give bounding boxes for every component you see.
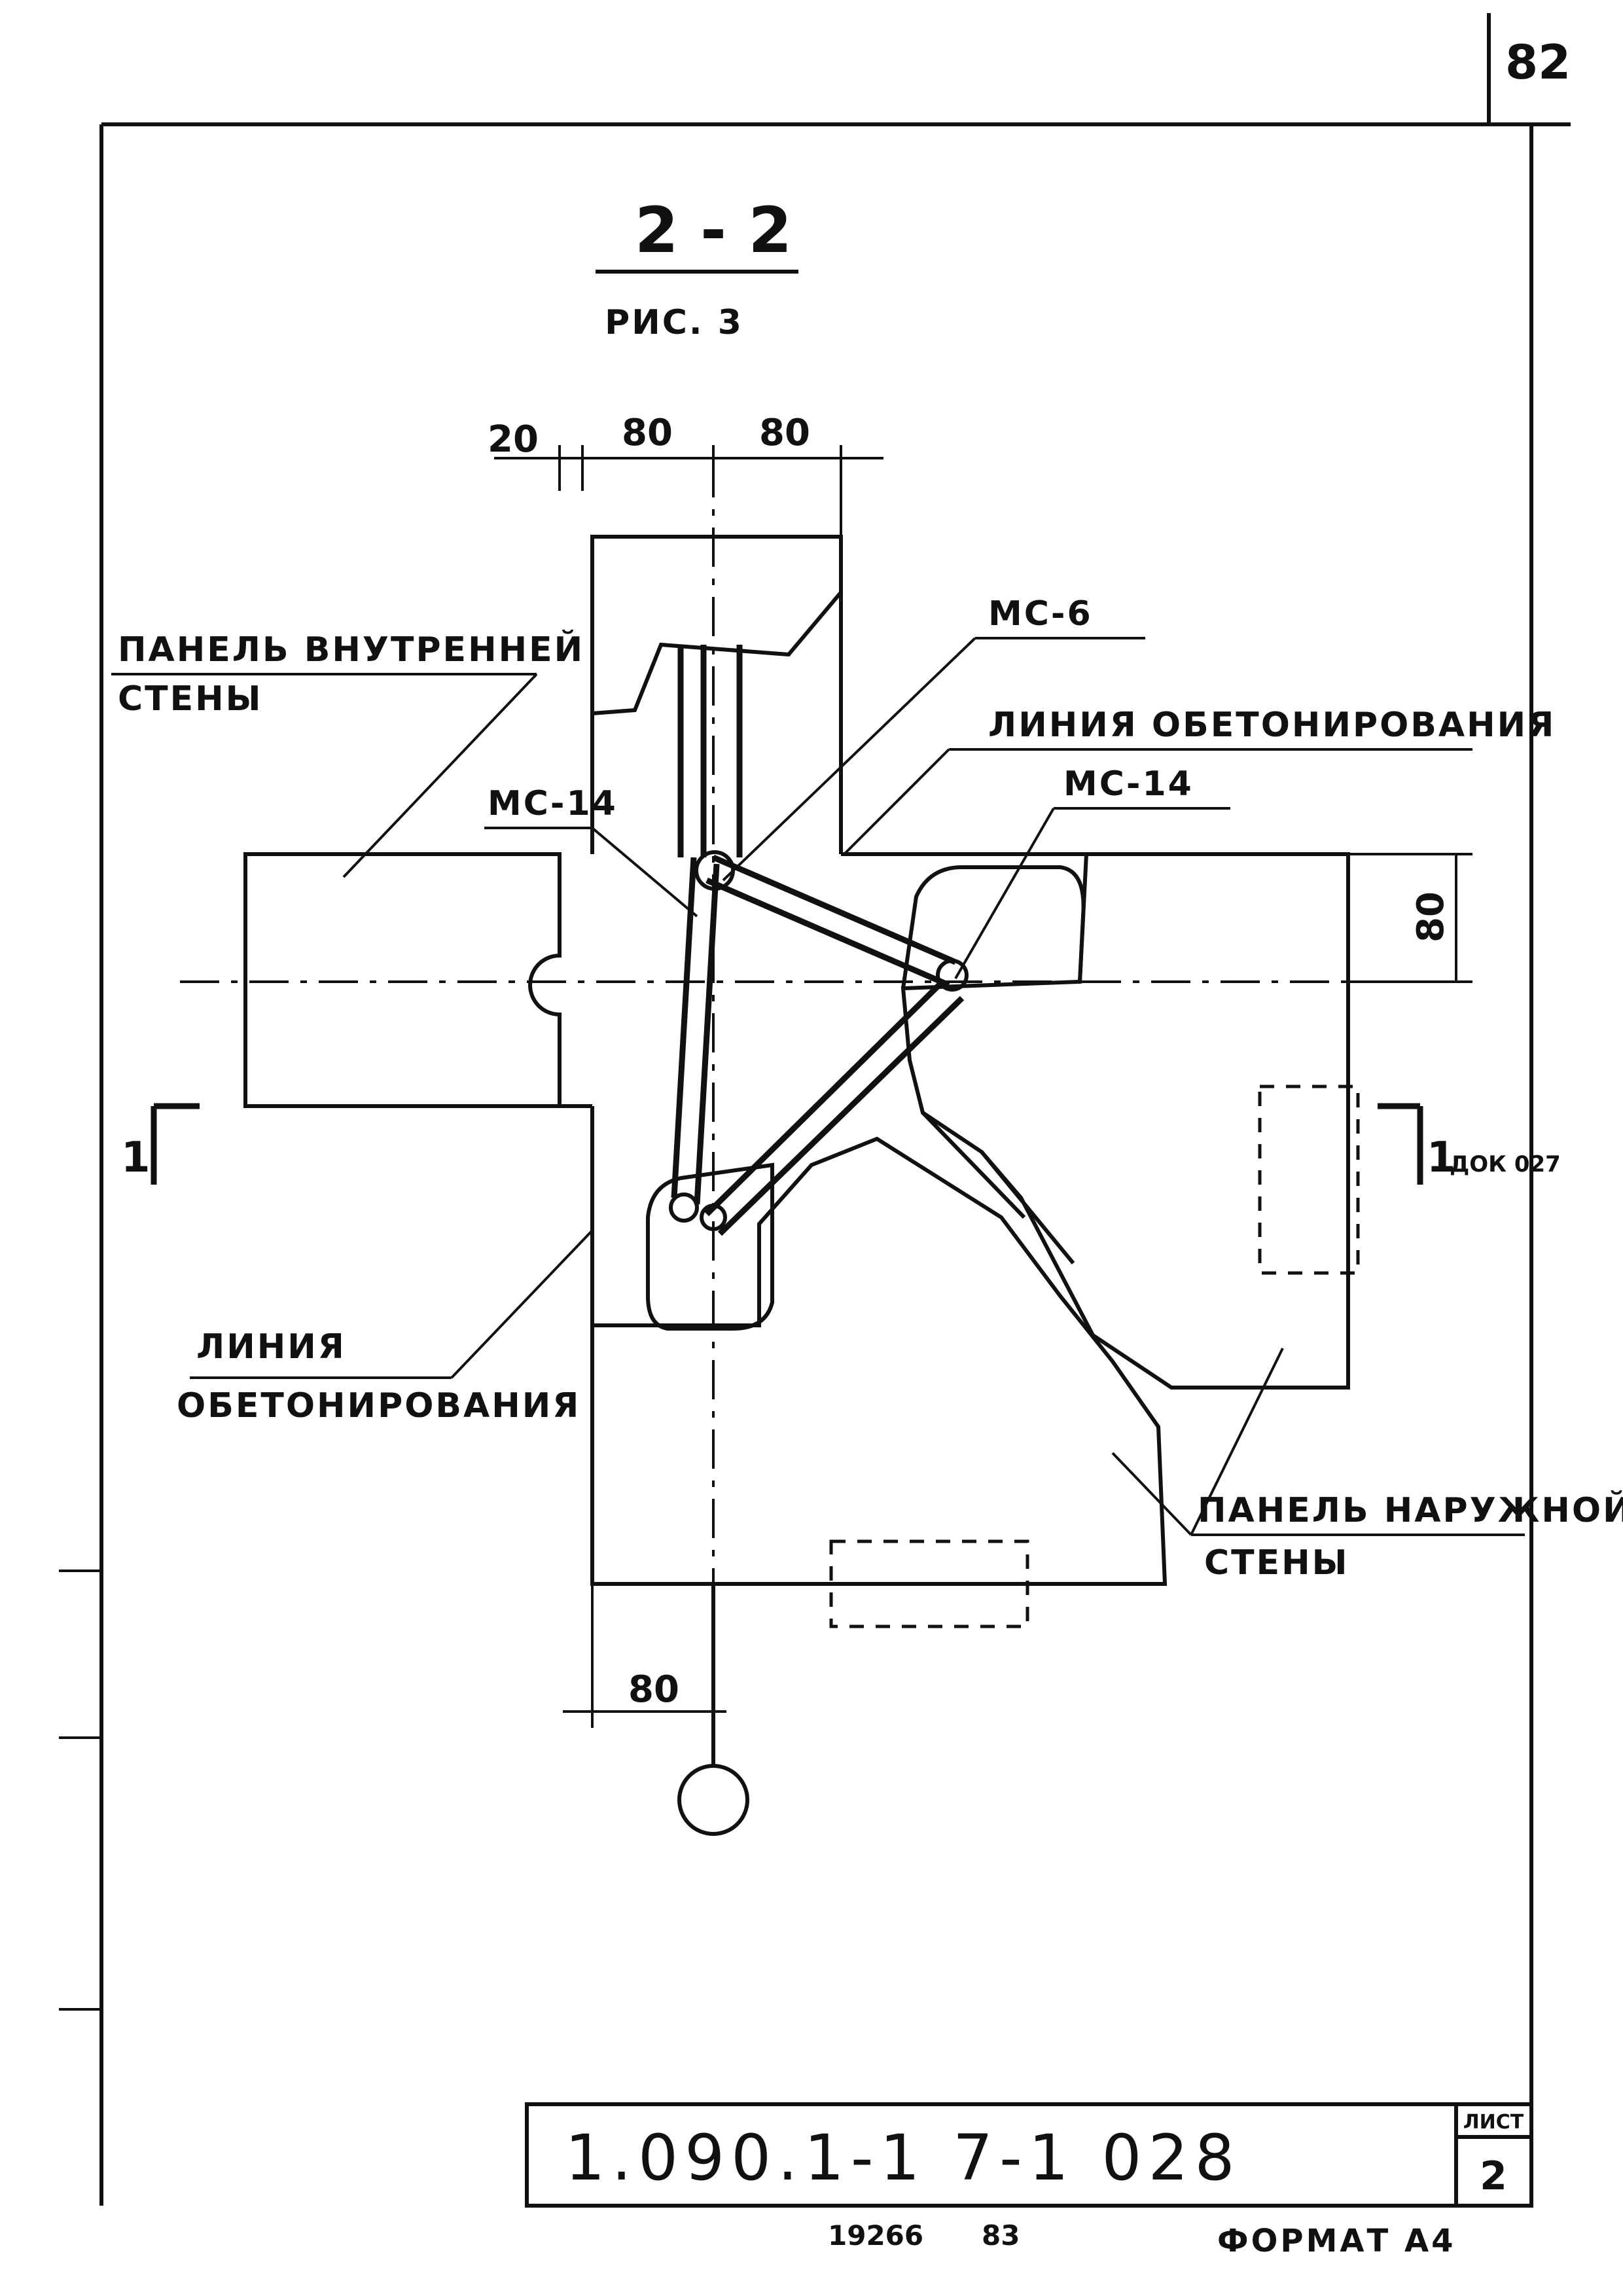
dimension-80-right: 80: [759, 412, 810, 454]
section-mark-left: [151, 1103, 200, 1185]
dimension-lines: [494, 445, 1472, 1728]
label-concrete-line-left2: ОБЕТОНИРОВАНИЯ: [177, 1386, 580, 1426]
section-number-left: 1: [121, 1134, 151, 1182]
footer-number-2: 83: [982, 2219, 1020, 2251]
page-number: 82: [1505, 35, 1571, 90]
drawing-title: 2 - 2: [635, 194, 792, 267]
sheet-frame: [59, 13, 1571, 2206]
label-concrete-line-left1: ЛИНИЯ: [196, 1327, 346, 1367]
sheet-label: ЛИСТ: [1463, 2111, 1524, 2134]
joint-cavity-lines: [560, 592, 1086, 1331]
dimension-20: 20: [488, 418, 539, 461]
label-inner-panel-line1: ПАНЕЛЬ ВНУТРЕННЕЙ: [118, 630, 584, 670]
axis-lines: [180, 458, 1459, 1836]
label-mc6: МС-6: [988, 594, 1093, 634]
label-concrete-line-top: ЛИНИЯ ОБЕТОНИРОВАНИЯ: [988, 706, 1556, 745]
label-mc14-right: МС-14: [1063, 764, 1194, 804]
dimension-80-bottom: 80: [628, 1668, 679, 1711]
dimension-80-left: 80: [622, 412, 673, 454]
label-outer-panel-line2: СТЕНЫ: [1204, 1543, 1349, 1583]
label-inner-panel-line2: СТЕНЫ: [118, 679, 263, 719]
title-block: [525, 2102, 1533, 2208]
sheet-number: 2: [1480, 2153, 1507, 2199]
footer-number-1: 19266: [828, 2219, 923, 2251]
embedded-elements-dashed: [829, 1085, 1360, 1628]
footer-format: ФОРМАТ А4: [1217, 2223, 1456, 2259]
section-mark-right: [1378, 1103, 1423, 1185]
inner-wall-panel-top: [590, 535, 843, 716]
document-code: 1.090.1-1 7-1 028: [565, 2121, 1241, 2195]
label-mc14-left: МС-14: [488, 784, 618, 823]
axis-marker-circle: [677, 1764, 749, 1836]
drawing-subtitle: РИС. 3: [605, 303, 743, 342]
section-reference: ДОК 027: [1450, 1151, 1561, 1177]
outer-wall-panel-right: [901, 852, 1350, 1390]
leader-lines: [111, 637, 1525, 1536]
label-outer-panel-line1: ПАНЕЛЬ НАРУЖНОЙ: [1198, 1490, 1623, 1530]
steel-connections: [669, 645, 969, 1236]
section-number-right: 1: [1427, 1134, 1456, 1182]
inner-wall-panel-left: [243, 852, 562, 1108]
dimension-80-vertical: 80: [1410, 891, 1452, 942]
outer-wall-panel-bottom: [590, 1136, 1168, 1586]
